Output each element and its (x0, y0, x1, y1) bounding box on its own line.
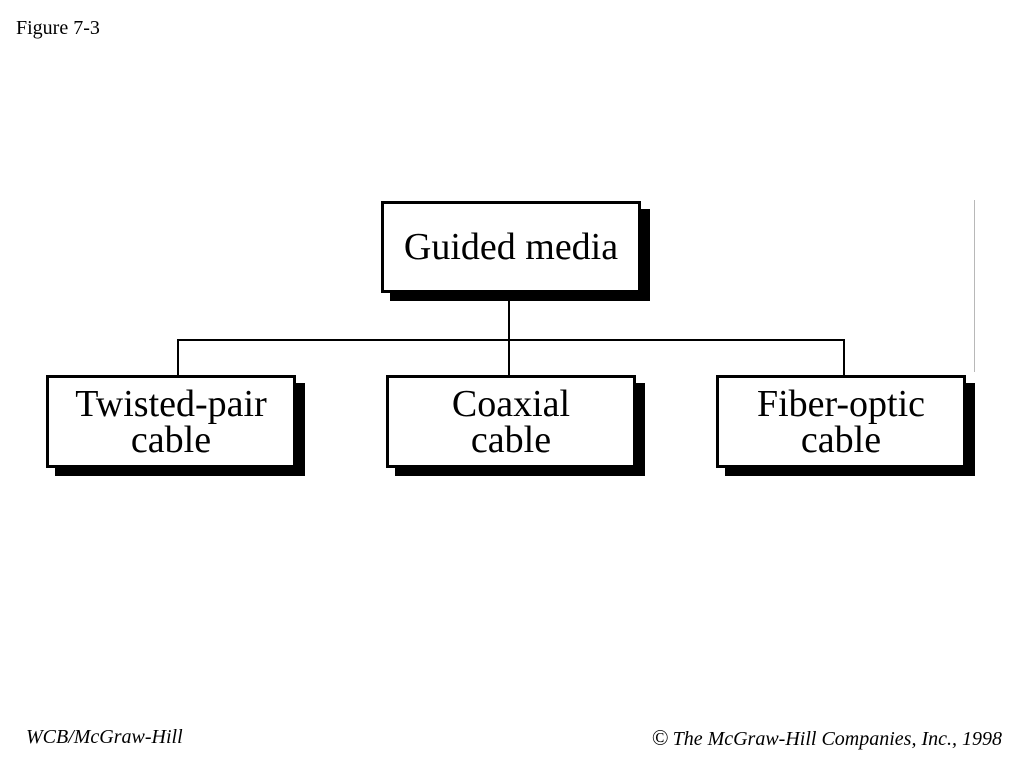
footer-copyright: ©The McGraw-Hill Companies, Inc., 1998 (652, 726, 1002, 751)
node-label-line1: Coaxial (451, 382, 571, 425)
node-fiber-optic-cable: Fiber-optic cable (716, 375, 966, 468)
figure-label: Figure 7-3 (16, 17, 100, 39)
copyright-text: The McGraw-Hill Companies, Inc., 1998 (672, 728, 1002, 750)
node-label: Guided media (403, 226, 619, 268)
node-label-line1: Twisted-pair (75, 382, 267, 425)
node-label-line1: Fiber-optic (756, 382, 926, 425)
edge-divider-line (974, 200, 975, 372)
node-twisted-pair-cable: Twisted-pair cable (46, 375, 296, 468)
node-guided-media: Guided media (381, 201, 641, 293)
node-label-line2: cable (130, 418, 212, 461)
node-label-line2: cable (800, 418, 882, 461)
node-coaxial-cable: Coaxial cable (386, 375, 636, 468)
footer-publisher: WCB/McGraw-Hill (26, 726, 183, 748)
node-label-line2: cable (470, 418, 552, 461)
copyright-icon: © (651, 725, 669, 750)
